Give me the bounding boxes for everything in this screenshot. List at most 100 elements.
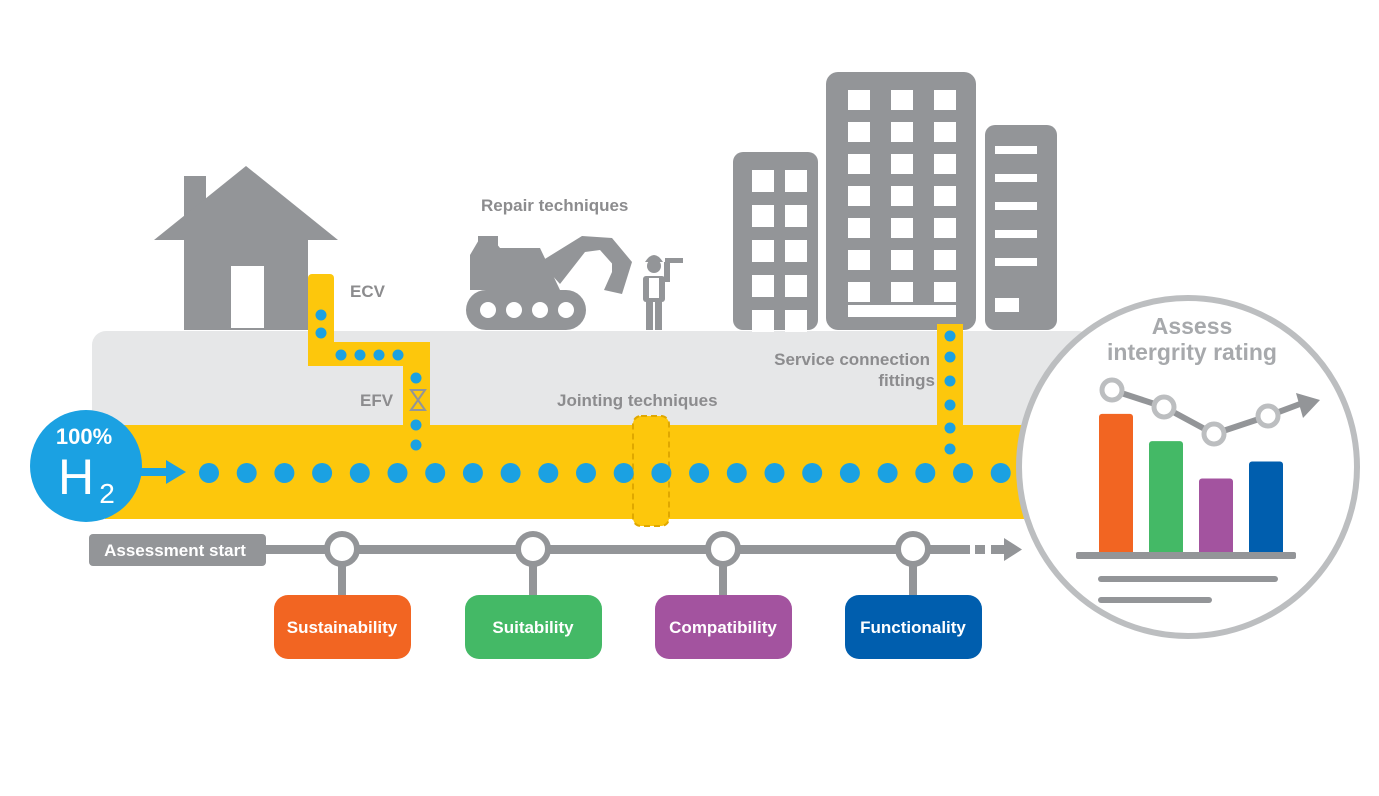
timeline-arrowhead [1004,538,1022,561]
trend-arrowhead [1296,393,1320,418]
window [934,186,956,206]
gas-dot [387,463,408,483]
stage-connector [909,555,917,597]
integrity-rating-panel: Assess intergrity rating [1016,295,1360,639]
gas-dot [500,463,521,483]
gas-dot [689,463,710,483]
window [752,275,774,297]
window [848,154,870,174]
service-dot [410,439,422,451]
assessment-timeline: Assessment start [89,534,1022,566]
stage-connector [719,555,727,597]
window [934,218,956,238]
timeline-dash-2 [991,545,1005,554]
window [848,186,870,206]
rating-bars [1099,413,1283,555]
service-dot [944,351,956,363]
stage-node [324,531,360,567]
service-label-line1: Service connection [774,350,930,369]
window [995,202,1037,210]
stage-node [515,531,551,567]
gas-dot [877,463,898,483]
window [934,90,956,110]
window [995,174,1037,182]
assessment-start-box [89,534,266,566]
excavator-icon [466,236,632,330]
service-dot [944,330,956,342]
arrow-icon [138,460,186,484]
window [891,250,913,270]
trend-node [1201,421,1227,447]
stage-label: Suitability [492,618,574,637]
stage-box [274,595,411,659]
gas-dot [274,463,295,483]
window [848,250,870,270]
rating-bar [1099,413,1133,555]
window [785,310,807,332]
gas-dot [802,463,823,483]
window [785,275,807,297]
source-circle [30,410,142,522]
window [891,186,913,206]
window [995,230,1037,238]
source-gas-symbol: H [58,449,94,505]
gas-dot [425,463,446,483]
stage-label: Sustainability [287,618,398,637]
timeline-line [255,545,970,554]
window [891,282,913,302]
rating-bar [1149,441,1183,555]
window [752,240,774,262]
assessment-stages: Sustainability Suitability Compatibility Fu… [274,531,982,659]
hydrogen-source: 100% H 2 [30,410,186,522]
window [934,282,956,302]
trend-node [1151,394,1177,420]
gas-dot [915,463,936,483]
pipe-joint [632,415,670,527]
source-percent: 100% [56,424,112,449]
window [848,282,870,302]
rating-baseline [1076,552,1296,559]
window [934,250,956,270]
gas-dot [462,463,483,483]
service-dot [944,422,956,434]
jointing-label: Jointing techniques [557,391,718,410]
window [934,154,956,174]
gas-dot [199,463,219,483]
stage-connector [338,555,346,597]
repair-label: Repair techniques [481,196,628,215]
window [785,240,807,262]
gas-dot [613,463,634,483]
building-windows [752,90,1037,332]
service-dot [315,327,327,339]
trend-node [1099,377,1125,403]
gas-dot [236,463,257,483]
window [848,305,956,317]
timeline-dash-1 [975,545,985,554]
efv-label: EFV [360,391,394,410]
window [934,122,956,142]
gas-dot [349,463,370,483]
gas-dot [839,463,860,483]
stage-node [895,531,931,567]
window [752,310,774,332]
trend-node [1255,403,1281,429]
source-gas-subscript: 2 [99,478,115,509]
valve-icon [409,389,427,411]
service-flow-dots [315,309,956,455]
service-dot [392,349,404,361]
window [995,258,1037,266]
stage-label: Functionality [860,618,966,637]
rating-text-line-2 [1098,597,1212,603]
gas-dot [726,463,747,483]
gas-flow-dots [199,463,1011,483]
gas-dot [990,463,1011,483]
rating-bar [1249,461,1283,555]
window [752,170,774,192]
ecv-label: ECV [350,282,386,301]
rating-bar [1199,478,1233,555]
service-dot [315,309,327,321]
main-pipe [105,425,1105,519]
rating-trend-line [1099,377,1320,447]
stage-label: Compatibility [669,618,777,637]
